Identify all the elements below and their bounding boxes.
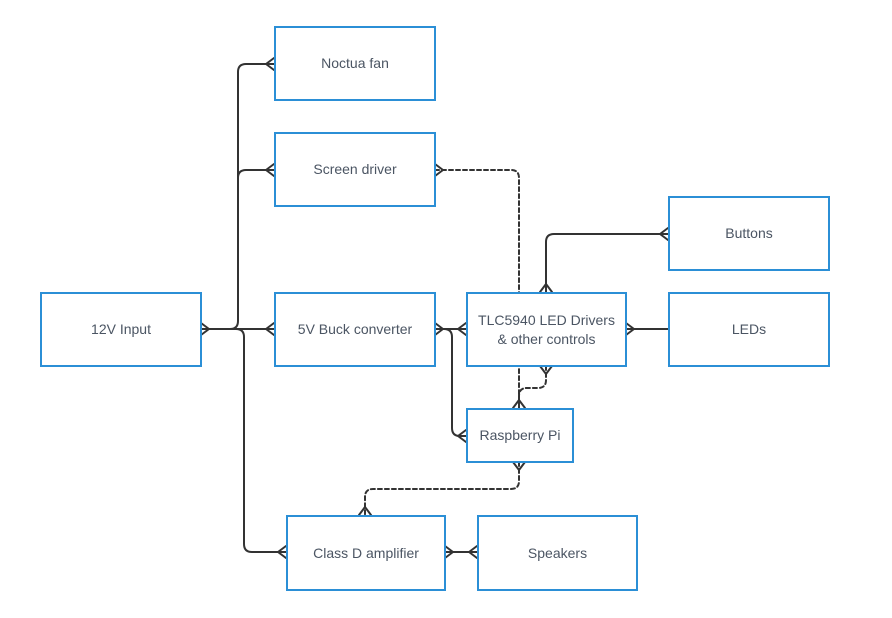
marker-buck-out [434,322,444,336]
marker-12v-out [200,322,210,336]
node-leds-label: LEDs [731,321,767,337]
marker-amp-right [444,545,454,559]
marker-tlc-in [457,322,467,336]
node-5v-buck-converter-label: 5V Buck converter [297,321,413,337]
node-raspberry-pi-label: Raspberry Pi [479,427,561,443]
connector-pi-to-amp [364,461,520,516]
marker-pi-top [512,399,526,409]
marker-tlc-bottom [539,365,553,375]
connector-12v-to-noctua [200,63,275,330]
connector-12v-to-amp [200,328,287,553]
marker-amp-top [358,506,372,516]
node-screen-driver[interactable]: Screen driver [274,132,436,207]
marker-tlc-right [625,322,635,336]
marker-buttons-in [659,227,669,241]
node-12v-input[interactable]: 12V Input [40,292,202,367]
node-noctua-fan[interactable]: Noctua fan [274,26,436,101]
connector-tlc-to-buttons [545,233,669,293]
marker-pi-left [457,429,467,443]
node-noctua-fan-label: Noctua fan [321,55,389,71]
marker-pi-bottom [512,461,526,471]
connector-screen-to-pi [434,169,520,409]
node-tlc5940-led-drivers[interactable]: TLC5940 LED Drivers & other controls [466,292,627,367]
marker-noctua [265,57,275,71]
marker-speakers-left [468,545,478,559]
marker-screen-in [265,163,275,177]
node-speakers-label: Speakers [527,544,588,561]
node-buttons-label: Buttons [725,225,773,241]
node-12v-input-label: 12V Input [91,321,151,337]
node-buttons[interactable]: Buttons [668,196,830,271]
connector-tlc-to-pi [518,365,547,409]
node-leds[interactable]: LEDs [668,292,830,367]
node-class-d-amplifier-label: Class D amplifier [313,544,419,561]
node-raspberry-pi[interactable]: Raspberry Pi [466,408,574,463]
node-class-d-amplifier[interactable]: Class D amplifier [286,515,446,591]
connector-12v-to-screen [237,169,275,179]
marker-screen-out [434,163,444,177]
node-speakers[interactable]: Speakers [477,515,638,591]
node-tlc5940-label: TLC5940 LED Drivers & other controls [478,311,615,347]
node-5v-buck-converter[interactable]: 5V Buck converter [274,292,436,367]
marker-amp-left [277,545,287,559]
marker-tlc-top [539,283,553,293]
marker-buck-in [265,322,275,336]
connector-buck-to-pi [434,328,467,437]
node-screen-driver-label: Screen driver [313,161,397,177]
